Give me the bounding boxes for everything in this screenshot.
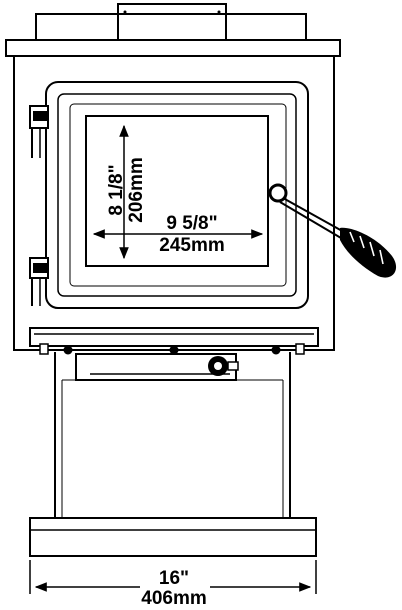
air-control-knob [208,356,239,376]
top-surface [5,39,341,57]
door-frame [45,81,309,309]
glass-width-mm-label: 245mm [159,235,225,256]
handle-grip-icon [340,227,397,278]
upper-hinge [29,105,49,158]
stove-width-mm-label: 406mm [141,588,207,609]
glass-height-in-label: 8 1/8" [106,164,127,215]
door-inner-frame [57,93,297,297]
flue-collar [117,3,227,45]
ash-lip [29,327,319,347]
lower-hinge [29,257,49,306]
base-plate [29,517,317,557]
glass-height-mm-label: 206mm [126,157,147,223]
pedestal [54,352,291,518]
ash-lip-bolts [39,343,305,355]
stove-width-in-label: 16" [159,568,189,589]
glass-width-in-label: 9 5/8" [166,213,217,234]
handle-pivot [268,183,288,203]
door-glass [85,115,269,267]
